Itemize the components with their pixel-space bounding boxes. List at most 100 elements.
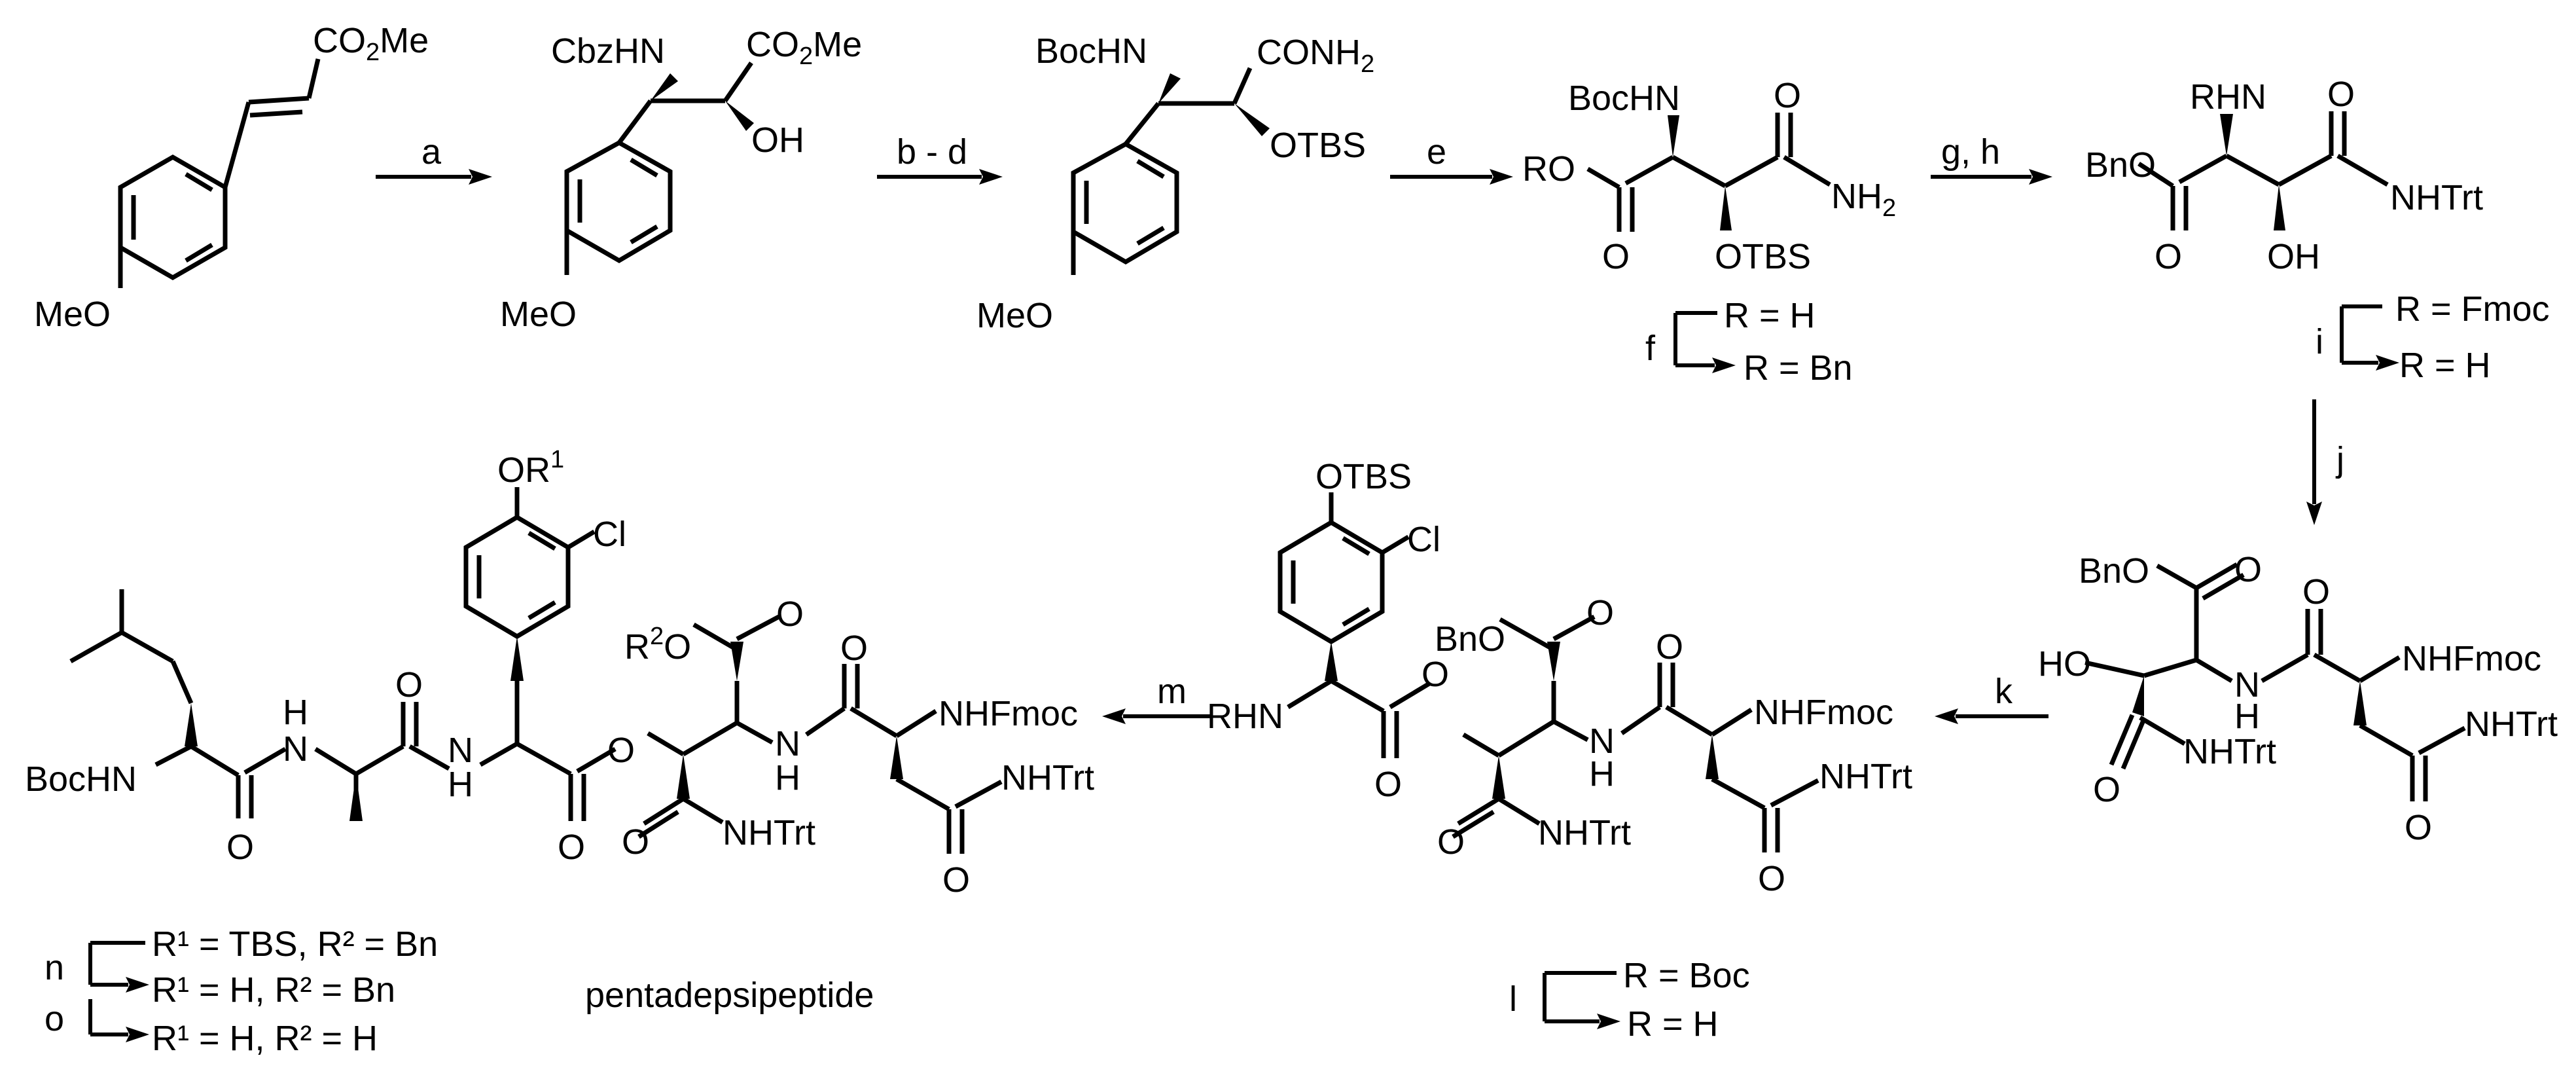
ro-label: RO xyxy=(1522,149,1575,189)
bno-label-6: BnO xyxy=(2079,551,2149,591)
o-label-8e: O xyxy=(776,594,804,634)
nhtrt-label-8a: NHTrt xyxy=(723,813,815,852)
step-i-label: i xyxy=(2316,322,2323,361)
nhfmoc-label-8: NHFmoc xyxy=(939,694,1078,733)
o-label-8c: O xyxy=(558,828,585,867)
o-label-7b: O xyxy=(1422,655,1449,694)
o-label-8a: O xyxy=(226,828,254,867)
o-label-6c: O xyxy=(2093,770,2120,809)
step-n-label: n xyxy=(45,948,64,987)
i-to-label: R = H xyxy=(2399,346,2491,385)
compound-5: BnO RHN O O NHTrt OH xyxy=(2085,75,2483,276)
bracket-l: l R = Boc R = H xyxy=(1509,956,1750,1044)
n-label-6: N xyxy=(2234,665,2260,704)
o-label-6b: O xyxy=(2302,572,2330,612)
o-label-7e: O xyxy=(1656,627,1683,667)
conh2-label: CONH2 xyxy=(1257,33,1374,78)
f-to-label: R = Bn xyxy=(1744,348,1853,388)
bracket-n-o: n o R¹ = TBS, R² = Bn R¹ = H, R² = Bn R¹… xyxy=(45,924,438,1058)
nhtrt-label-6b: NHTrt xyxy=(2465,704,2558,744)
o-label-8f: O xyxy=(622,822,649,862)
step-m-label: m xyxy=(1157,672,1187,711)
arrow-gh: g, h xyxy=(1931,132,2052,185)
bno-label-5: BnO xyxy=(2085,145,2156,185)
compound-7: OTBS Cl RHN O O O NHTrt BnO O N H O NHFm… xyxy=(1207,457,1912,898)
f-from-label: R = H xyxy=(1724,296,1816,335)
ho-label-6: HO xyxy=(2038,644,2091,684)
meo-label-3: MeO xyxy=(976,296,1053,335)
n-label-8b: N xyxy=(448,731,473,770)
cl-label-7: Cl xyxy=(1407,520,1440,559)
meo-label-2: MeO xyxy=(500,295,577,334)
oh-label-2: OH xyxy=(751,120,804,160)
step-e-label: e xyxy=(1427,132,1446,172)
nhtrt-label-8b: NHTrt xyxy=(1001,758,1094,797)
step-a-label: a xyxy=(421,132,442,172)
h-label-7: H xyxy=(1589,754,1615,794)
oh-label-5: OH xyxy=(2267,237,2320,276)
arrow-a: a xyxy=(376,132,492,185)
o-label-5b: O xyxy=(2155,237,2182,276)
rhn-label-5: RHN xyxy=(2190,77,2266,117)
o-label-7d: O xyxy=(1586,593,1614,632)
nhtrt-label-5: NHTrt xyxy=(2390,178,2483,217)
step-j-label: j xyxy=(2335,440,2344,479)
h-label-8a: H xyxy=(283,693,308,732)
bracket-i: i R = Fmoc R = H xyxy=(2316,289,2550,385)
step-f-label: f xyxy=(1645,329,1656,368)
o-label-8h: O xyxy=(942,860,970,900)
product-name-label: pentadepsipeptide xyxy=(585,976,874,1015)
compound-3: BocHN CONH2 OTBS MeO xyxy=(976,31,1374,335)
bracket-f: f R = H R = Bn xyxy=(1645,296,1853,388)
o-to-label: R¹ = H, R² = H xyxy=(152,1019,378,1058)
meo-label-1: MeO xyxy=(34,295,111,334)
arrow-k: k xyxy=(1935,672,2048,724)
step-o-label: o xyxy=(45,999,64,1038)
arrow-j: j xyxy=(2306,399,2344,525)
n-label-8c: N xyxy=(775,724,800,763)
h-label-8b: H xyxy=(448,765,473,804)
o-label-8d: O xyxy=(607,731,635,770)
nhfmoc-label-7: NHFmoc xyxy=(1754,693,1893,732)
or1-label: OR1 xyxy=(497,446,564,490)
step-l-label: l xyxy=(1509,979,1517,1019)
o-label-7a: O xyxy=(1374,765,1402,804)
nh2-label-4: NH2 xyxy=(1831,177,1896,222)
arrow-m: m xyxy=(1102,672,1211,724)
n-label-7: N xyxy=(1589,722,1615,761)
o-label-4a: O xyxy=(1774,76,1801,115)
n-from-label: R¹ = TBS, R² = Bn xyxy=(152,924,438,964)
nhfmoc-label-6: NHFmoc xyxy=(2402,639,2541,678)
cl-label-8: Cl xyxy=(593,515,626,554)
n-to-label: R¹ = H, R² = Bn xyxy=(152,970,395,1010)
nhtrt-label-7b: NHTrt xyxy=(1819,757,1912,796)
otbs-label-3: OTBS xyxy=(1270,126,1366,165)
co2me-label-1: CO2Me xyxy=(313,21,429,66)
l-from-label: R = Boc xyxy=(1623,956,1750,995)
nhtrt-label-7a: NHTrt xyxy=(1538,813,1631,852)
nhtrt-label-6a: NHTrt xyxy=(2183,732,2276,771)
bochn-label-4: BocHN xyxy=(1568,79,1680,118)
i-from-label: R = Fmoc xyxy=(2395,289,2550,329)
o-label-4b: O xyxy=(1602,237,1630,276)
rhn-label-7: RHN xyxy=(1207,697,1283,736)
step-bd-label: b - d xyxy=(897,132,967,172)
compound-6: BnO O HO N H O NHFmoc O NHTrt NHTrt O xyxy=(2038,550,2558,847)
compound-2: CbzHN CO2Me OH MeO xyxy=(500,25,862,334)
o-label-6a: O xyxy=(2234,550,2262,589)
arrow-bd: b - d xyxy=(877,132,1003,185)
compound-4: RO BocHN O O NH2 OTBS xyxy=(1522,76,1896,276)
o-label-5a: O xyxy=(2327,75,2355,114)
arrow-e: e xyxy=(1390,132,1513,185)
step-gh-label: g, h xyxy=(1941,132,2000,172)
compound-1: CO2Me MeO xyxy=(34,21,429,334)
bochn-label-8: BocHN xyxy=(25,759,137,799)
r2o-label: R2O xyxy=(624,623,691,667)
o-label-6d: O xyxy=(2405,808,2432,847)
o-label-8b: O xyxy=(395,665,423,704)
l-to-label: R = H xyxy=(1627,1004,1719,1044)
otbs-label-4: OTBS xyxy=(1715,237,1811,276)
h-label-6: H xyxy=(2234,697,2260,736)
co2me-label-2: CO2Me xyxy=(746,25,862,70)
